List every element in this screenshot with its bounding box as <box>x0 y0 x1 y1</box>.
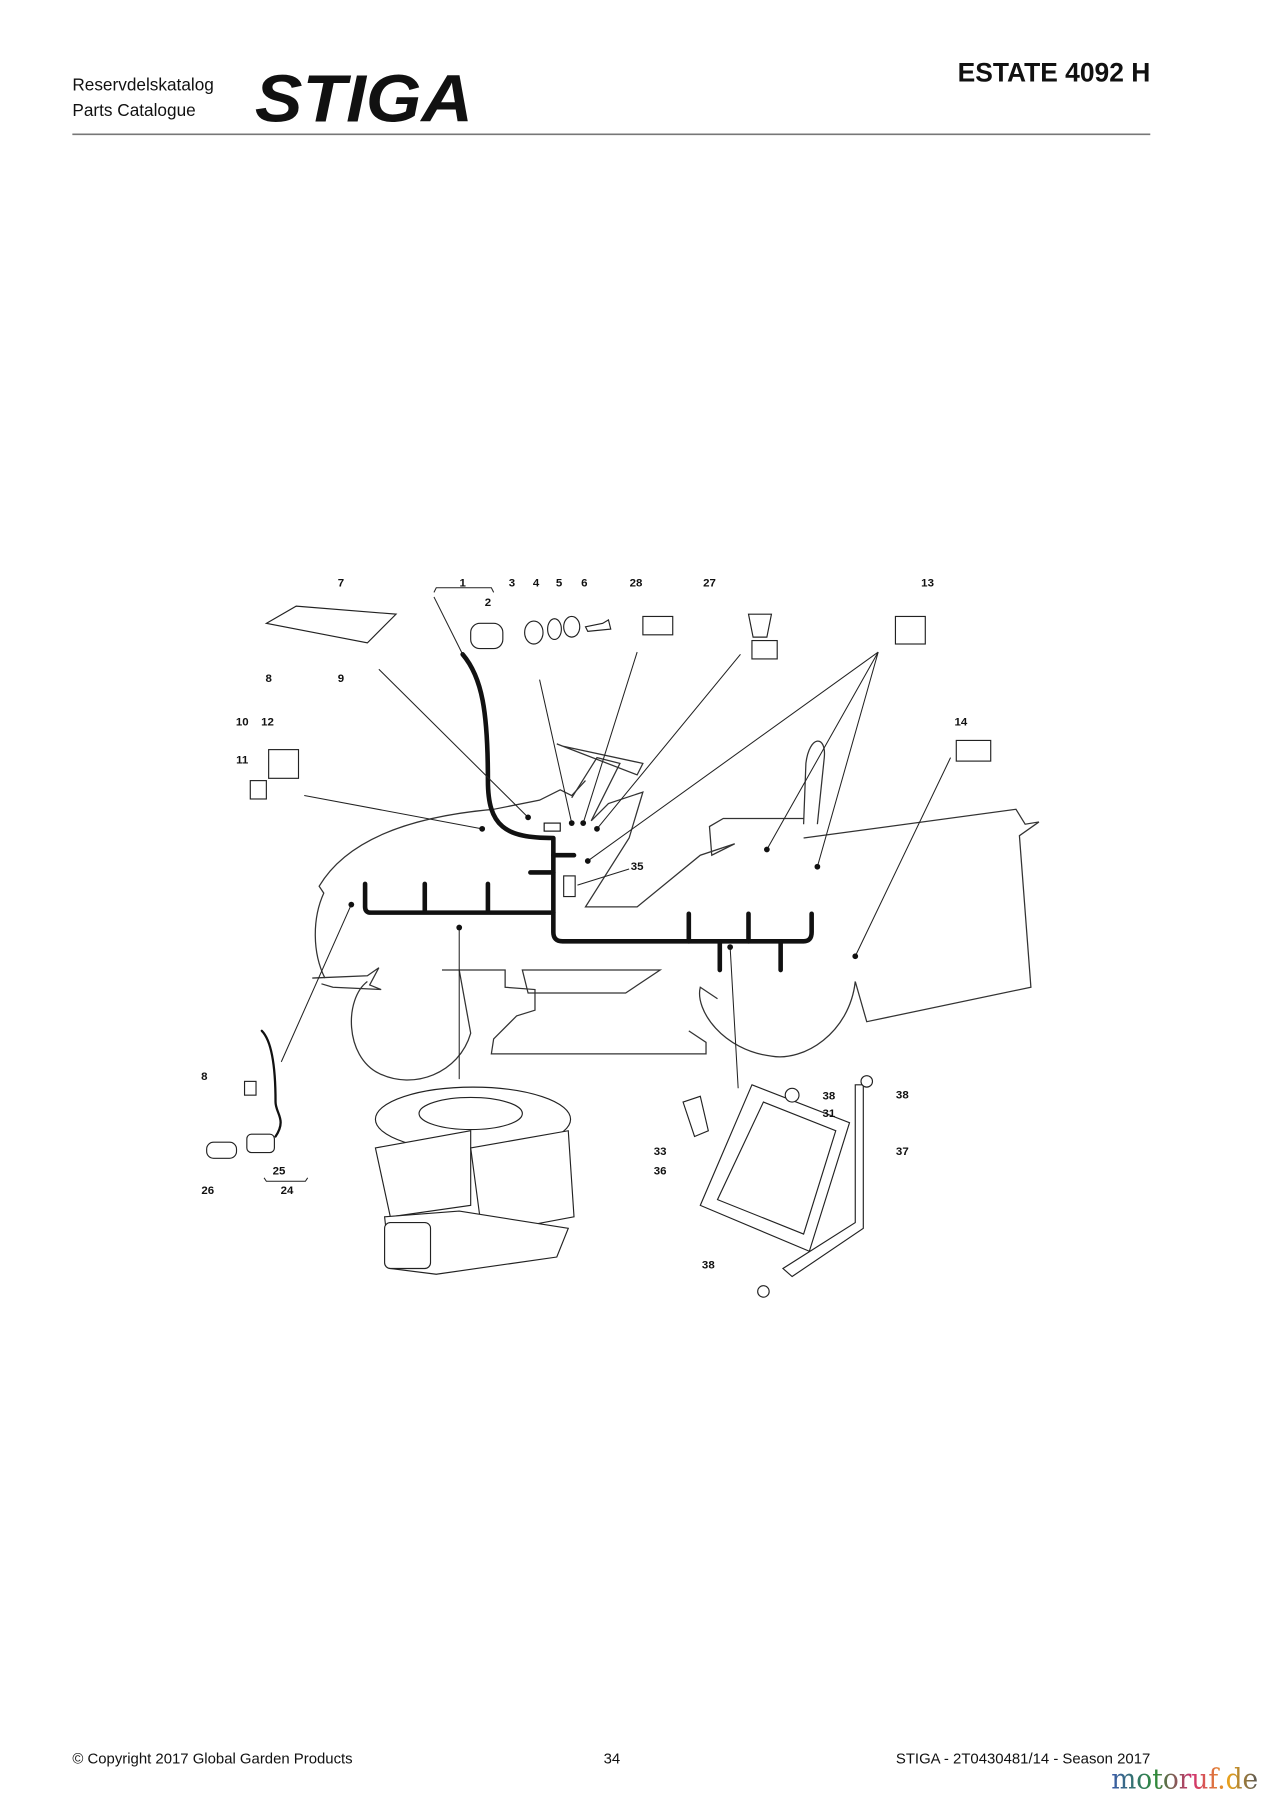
battery-box <box>682 1075 874 1298</box>
callout: 27 <box>703 578 716 590</box>
copyright-text: © Copyright 2017 Global Garden Products <box>72 1750 352 1767</box>
parts <box>206 605 992 1298</box>
callout: 14 <box>954 717 967 729</box>
callout: 36 <box>654 1165 667 1177</box>
callout: 35 <box>631 861 644 873</box>
callout: 2 <box>485 597 491 609</box>
catalog-title-english: Parts Catalogue <box>72 100 195 120</box>
callout: 25 <box>273 1165 286 1177</box>
wiring-diagram: 7 1 2 3 4 5 6 28 27 13 8 9 10 12 11 14 3… <box>201 578 1040 1298</box>
callout: 38 <box>822 1091 835 1103</box>
page-number: 34 <box>604 1750 621 1767</box>
rocker-switch <box>642 615 674 636</box>
callout: 5 <box>556 578 563 590</box>
leader-lines <box>280 596 952 1206</box>
callout: 13 <box>921 578 934 590</box>
callout: 3 <box>509 578 515 590</box>
wiring-harness <box>362 652 814 973</box>
callout: 12 <box>261 717 274 729</box>
seat-switch <box>894 615 926 645</box>
callout: 8 <box>201 1071 208 1083</box>
pto-knob <box>747 613 773 638</box>
motoruf-watermark: motoruf.de <box>1111 1764 1258 1796</box>
part-callouts: 7 1 2 3 4 5 6 28 27 13 8 9 10 12 11 14 3… <box>201 578 968 1272</box>
callout: 26 <box>201 1185 214 1197</box>
model-title: ESTATE 4092 H <box>958 58 1151 88</box>
callout: 10 <box>236 717 249 729</box>
callout: 37 <box>896 1146 909 1158</box>
engine <box>374 1086 575 1275</box>
callout: 33 <box>654 1146 667 1158</box>
callout: 4 <box>533 578 540 590</box>
stiga-logo: STIGA <box>255 63 473 137</box>
callout: 6 <box>581 578 587 590</box>
callout: 1 <box>459 578 466 590</box>
callout: 8 <box>265 673 272 685</box>
catalog-title-swedish: Reservdelskatalog <box>72 75 214 95</box>
callout: 9 <box>338 673 344 685</box>
callout: 38 <box>702 1259 715 1271</box>
callout: 7 <box>338 578 344 590</box>
callout: 24 <box>281 1185 294 1197</box>
tractor-outline <box>312 740 1040 1081</box>
document-reference: STIGA - 2T0430481/14 - Season 2017 <box>896 1750 1150 1767</box>
circuit-board <box>264 605 398 644</box>
callout: 38 <box>896 1090 909 1102</box>
callout: 28 <box>630 578 643 590</box>
callout: 11 <box>236 754 249 766</box>
callout: 31 <box>822 1108 835 1120</box>
ignition-switch <box>470 622 504 650</box>
